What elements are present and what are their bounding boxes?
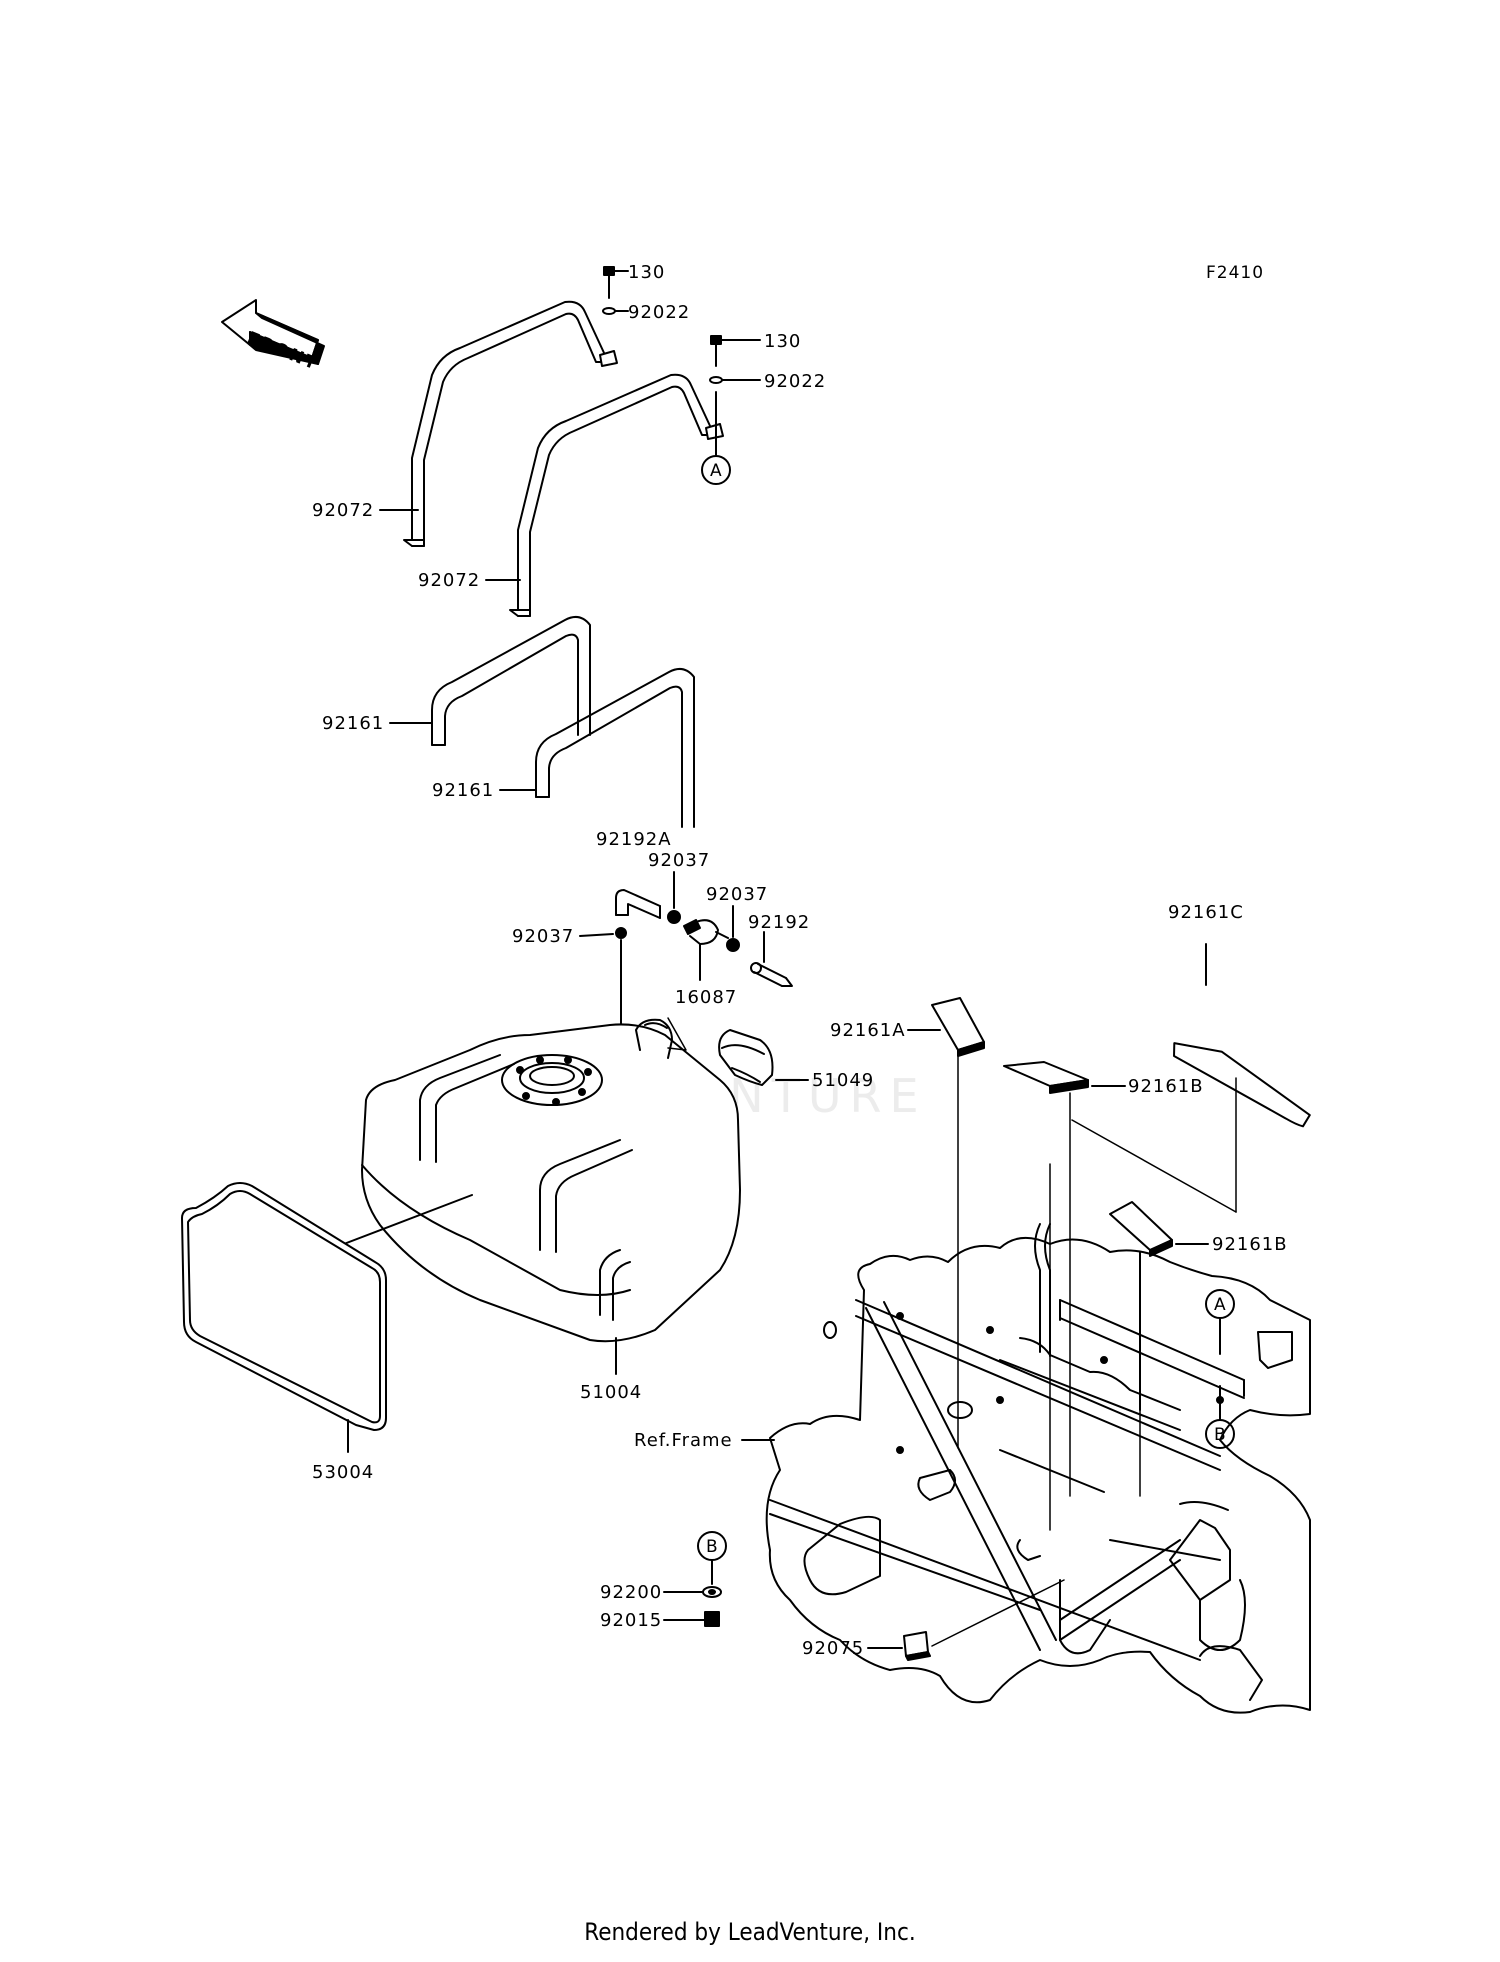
pad-92161b-2	[1109, 1201, 1173, 1257]
label-92072-a: 92072	[312, 500, 374, 521]
check-valve-16087	[683, 919, 729, 945]
label-53004: 53004	[312, 1462, 374, 1483]
pad-92161a	[931, 997, 985, 1057]
clamp-92037-a	[667, 910, 681, 924]
label-51004: 51004	[580, 1382, 642, 1403]
circle-a-top-label: A	[710, 461, 723, 481]
label-ref-frame: Ref.Frame	[634, 1430, 733, 1451]
bolt-130-a	[602, 266, 629, 315]
label-92161b-a: 92161B	[1128, 1076, 1204, 1097]
circle-a-frame-label: A	[1214, 1295, 1227, 1315]
label-92192a: 92192A	[596, 829, 672, 850]
figure-code: F2410	[1206, 263, 1265, 283]
label-51049: 51049	[812, 1070, 874, 1091]
label-92037-a: 92037	[648, 850, 710, 871]
label-92037-c: 92037	[512, 926, 574, 947]
label-92037-b: 92037	[706, 884, 768, 905]
nut-92015	[704, 1611, 720, 1627]
tank-bracket-2	[509, 373, 724, 617]
fuel-tank-51004	[361, 1018, 741, 1343]
label-92161-a: 92161	[322, 713, 384, 734]
circle-b-bottom-label: B	[706, 1537, 719, 1557]
label-92161a: 92161A	[830, 1020, 906, 1041]
pad-92161b-1	[1003, 1061, 1089, 1094]
label-92192: 92192	[748, 912, 810, 933]
tank-bracket-1	[403, 300, 618, 547]
front-arrow-icon: FRONT	[221, 299, 325, 375]
footer-credit: Rendered by LeadVenture, Inc.	[584, 1918, 916, 1946]
label-92015: 92015	[600, 1610, 662, 1631]
label-92200: 92200	[600, 1582, 662, 1603]
label-92022-b: 92022	[764, 371, 826, 392]
label-92022-a: 92022	[628, 302, 690, 323]
rubber-band-1	[431, 615, 591, 746]
label-92161c: 92161C	[1168, 902, 1244, 923]
label-92075: 92075	[802, 1638, 864, 1659]
reference-circle-a-top	[701, 455, 731, 485]
clamp-92037-c	[615, 927, 627, 939]
breather-hose-92192a	[615, 889, 661, 919]
bolt-130-b	[709, 335, 761, 456]
label-130-b: 130	[764, 331, 801, 352]
vehicle-frame	[765, 1223, 1311, 1714]
label-130-a: 130	[628, 262, 665, 283]
washer-92200	[702, 1586, 722, 1598]
label-92161-b: 92161	[432, 780, 494, 801]
hose-92192	[750, 962, 793, 987]
label-92072-b: 92072	[418, 570, 480, 591]
heat-guard-53004	[181, 1182, 387, 1431]
cushion-92075	[903, 1631, 931, 1661]
clamp-92037-b	[726, 938, 740, 952]
pad-92161c	[1173, 1042, 1311, 1128]
label-92161b-b: 92161B	[1212, 1234, 1288, 1255]
fuel-cap-51049	[718, 1029, 774, 1086]
label-16087: 16087	[675, 987, 737, 1008]
rubber-band-2	[535, 667, 695, 828]
circle-b-frame-label: B	[1214, 1425, 1227, 1445]
